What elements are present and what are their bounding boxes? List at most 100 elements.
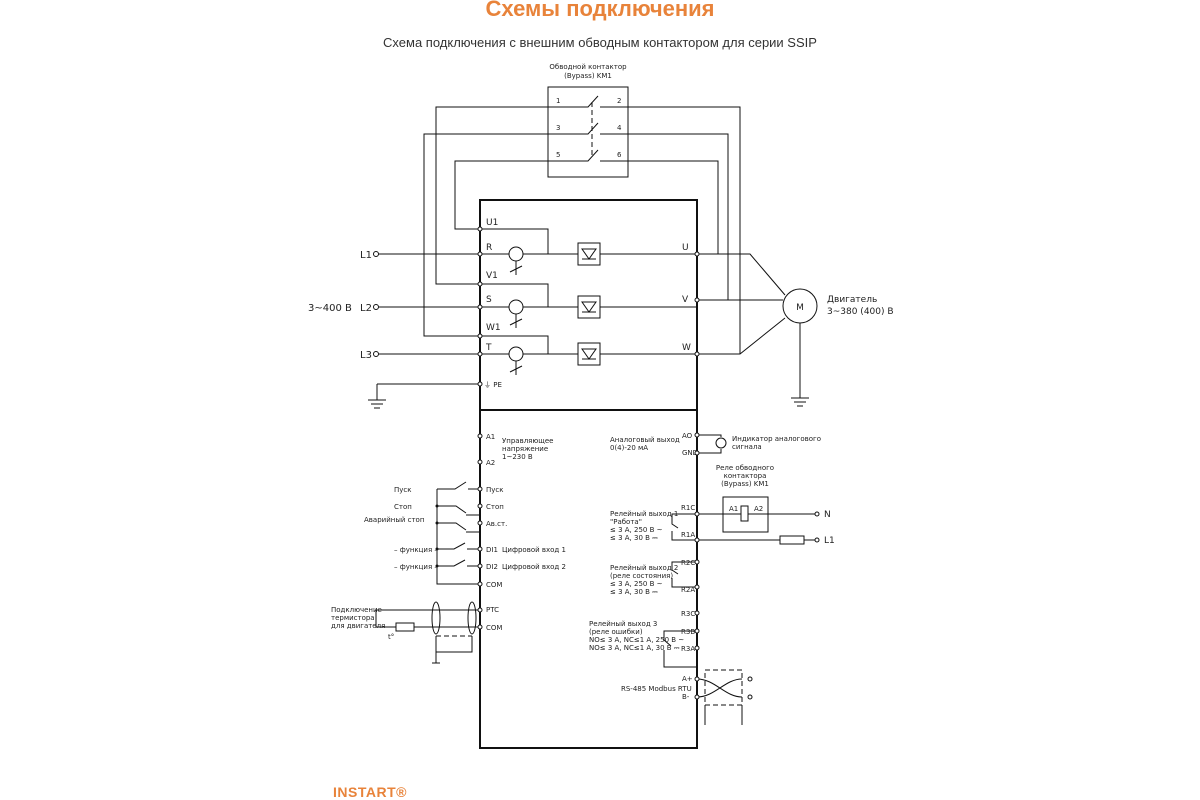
ext-function-2: – функция – xyxy=(394,563,438,571)
input-l3: L3 xyxy=(360,350,372,361)
neutral-label: N xyxy=(824,510,831,520)
terminal-r3a: R3A xyxy=(681,645,695,653)
thermistor-icon xyxy=(395,622,415,632)
coil-label-3: (Bypass) KM1 xyxy=(721,480,769,488)
pin-5: 5 xyxy=(556,151,560,159)
pin-2: 2 xyxy=(617,97,621,105)
terminal-stop: Стоп xyxy=(486,503,504,511)
terminal-r1a: R1A xyxy=(681,531,695,539)
terminal-com: COM xyxy=(486,581,502,589)
supply-label: 3~400 В xyxy=(308,303,352,314)
terminal-v: V xyxy=(682,295,689,305)
terminal-u1: U1 xyxy=(486,218,498,228)
relay3-label: Релейный выход 3 xyxy=(589,620,657,628)
terminal-pe: ⏚ PE xyxy=(484,381,502,389)
relay3-label-2: (реле ошибки) xyxy=(589,628,643,636)
terminal-w: W xyxy=(682,343,691,353)
ext-start-label: Пуск xyxy=(394,486,411,494)
motor-rating: 3~380 (400) В xyxy=(827,307,894,317)
motor-label: Двигатель xyxy=(827,295,877,305)
thyristor-icons xyxy=(577,242,601,366)
terminal-r: R xyxy=(486,243,492,253)
bypass-contactor: Обводной контактор (Bypass) KM1 1 2 3 4 … xyxy=(547,63,629,178)
terminal-r1c: R1C xyxy=(681,504,695,512)
analog-out-label: Аналоговый выход xyxy=(610,436,680,444)
thermistor-symbol: t° xyxy=(388,633,394,641)
indicator-label: Индикатор аналогового xyxy=(732,435,821,443)
ext-function-1: – функция – xyxy=(394,546,438,554)
pin-1: 1 xyxy=(556,97,560,105)
relay1-label-4: ≤ 3 А, 30 В ⎓ xyxy=(610,534,658,542)
input-l2: L2 xyxy=(360,303,372,314)
terminal-a1: A1 xyxy=(486,433,495,441)
input-l1: L1 xyxy=(360,250,372,261)
coil-pin-a1: A1 xyxy=(729,505,738,513)
ptc-label-2: термистора xyxy=(331,614,375,622)
control-section xyxy=(479,409,698,749)
pin-3: 3 xyxy=(556,124,560,132)
relay2-label-2: (реле состояния) xyxy=(610,572,673,580)
relay3-label-4: NO≤ 3 А, NC≤1 А, 30 В ⎓ xyxy=(589,644,680,652)
analog-indicator-icon xyxy=(715,437,727,449)
terminal-start: Пуск xyxy=(486,486,503,494)
contactor-label-2: (Bypass) KM1 xyxy=(564,72,612,80)
motor-symbol: M xyxy=(796,303,804,313)
supply-voltage-label-2: напряжение xyxy=(502,445,548,453)
terminal-r2c: R2C xyxy=(681,559,695,567)
analog-out-range: 0(4)-20 мА xyxy=(610,444,648,452)
coil-label-2: контактора xyxy=(724,472,767,480)
terminal-ao: AO xyxy=(682,432,693,440)
current-sensor-icons xyxy=(508,246,524,375)
control-outputs: Аналоговый выход 0(4)-20 мА AO GND Индик… xyxy=(589,432,835,725)
terminal-t: T xyxy=(485,343,492,353)
diagram-subtitle: Схема подключения с внешним обводным кон… xyxy=(383,35,817,50)
bypass-wires xyxy=(423,106,741,354)
motor-icon xyxy=(782,288,818,324)
terminal-w1: W1 xyxy=(486,323,501,333)
terminal-a2: A2 xyxy=(486,459,495,467)
ext-emergency-stop-label: Аварийный стоп xyxy=(364,516,424,524)
terminal-r2a: R2A xyxy=(681,586,695,594)
terminal-s: S xyxy=(486,295,492,305)
di2-desc: Цифровой вход 2 xyxy=(502,563,566,571)
terminal-di1: DI1 xyxy=(486,546,498,554)
pin-6: 6 xyxy=(617,151,622,159)
ptc-label: Подключение xyxy=(331,606,382,614)
terminal-gnd: GND xyxy=(682,449,698,457)
supply-voltage-value: 1~230 В xyxy=(502,453,533,461)
relay-coil-icon xyxy=(740,505,749,522)
relay2-label: Релейный выход 2 xyxy=(610,564,678,572)
di1-desc: Цифровой вход 1 xyxy=(502,546,566,554)
power-lines: 3~400 В L1 L2 L3 U1 V1 W1 R S T ⏚ PE U V… xyxy=(308,218,894,409)
terminal-r3b: R3B xyxy=(681,628,695,636)
terminal-emergency-stop: Ав.ст. xyxy=(486,520,507,528)
indicator-label-2: сигнала xyxy=(732,443,762,451)
rs485-label: RS-485 Modbus RTU xyxy=(621,685,692,693)
terminal-ptc-com: COM xyxy=(486,624,502,632)
terminal-a-plus: A+ xyxy=(682,675,693,683)
pin-4: 4 xyxy=(617,124,622,132)
page-title: Схемы подключения xyxy=(485,0,715,21)
terminal-ptc: PTC xyxy=(486,606,499,614)
contactor-label: Обводной контактор xyxy=(549,63,627,71)
terminal-v1: V1 xyxy=(486,271,498,281)
ext-stop-label: Стоп xyxy=(394,503,412,511)
terminal-di2: DI2 xyxy=(486,563,498,571)
instart-logo: INSTART® xyxy=(333,784,407,800)
terminal-u: U xyxy=(682,243,689,253)
terminal-r3c: R3C xyxy=(681,610,695,618)
relay2-label-4: ≤ 3 А, 30 В ⎓ xyxy=(610,588,658,596)
relay1-label-3: ≤ 3 А, 250 В ~ xyxy=(610,526,663,534)
relay1-label: Релейный выход 1 xyxy=(610,510,678,518)
fuse-icon xyxy=(779,535,805,545)
control-inputs: A1 A2 Управляющее напряжение 1~230 В Пус… xyxy=(331,433,566,664)
relay2-label-3: ≤ 3 А, 250 В ~ xyxy=(610,580,663,588)
coil-label: Реле обводного xyxy=(716,464,774,472)
phase-l1-label: L1 xyxy=(824,536,835,546)
ptc-label-3: для двигателя xyxy=(331,622,385,630)
terminal-b-minus: B- xyxy=(682,693,690,701)
coil-pin-a2: A2 xyxy=(754,505,763,513)
supply-voltage-label: Управляющее xyxy=(502,437,554,445)
relay3-label-3: NO≤ 3 А, NC≤1 А, 250 В ~ xyxy=(589,636,684,644)
